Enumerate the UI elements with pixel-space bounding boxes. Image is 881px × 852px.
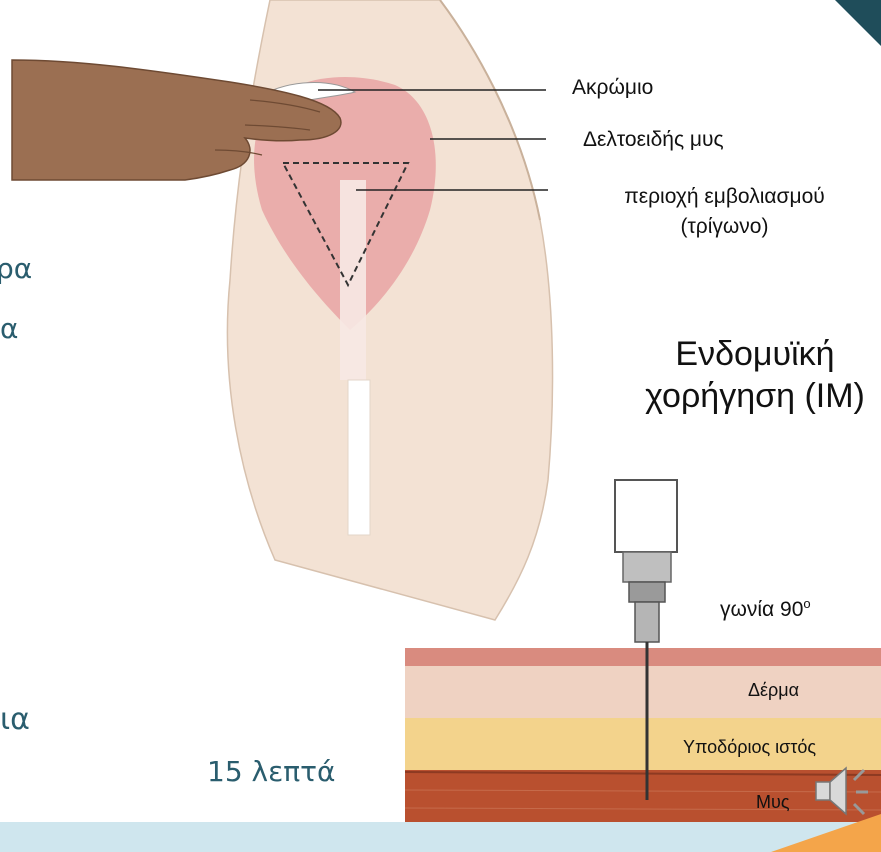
slide-text-fragment-4: 15 λεπτά [207, 755, 335, 788]
syringe-barrel [615, 480, 677, 552]
angle-degree: ο [803, 596, 810, 611]
slide-text-fragment-3: ια [0, 702, 30, 737]
slide-text-fragment-2: α [0, 312, 18, 345]
layer-label-subcutaneous: Υποδόριος ιστός [683, 737, 816, 758]
label-deltoid: Δελτοειδής μυς [583, 128, 724, 152]
slide-text-fragment-1: ρα [0, 252, 32, 285]
angle-label: γωνία 90ο [720, 596, 811, 622]
corner-accent [771, 814, 881, 852]
speaker-icon[interactable] [810, 758, 874, 822]
route-title: Ενδομυϊκή χορήγηση (IM) [630, 333, 880, 417]
label-acromion: Ακρώμιο [572, 76, 653, 100]
label-injection-site-line1: περιοχή εμβολιασμού [582, 185, 867, 209]
layer-label-muscle: Μυς [756, 792, 790, 813]
route-title-line2: χορήγηση (IM) [630, 375, 880, 417]
corner-decoration [835, 0, 881, 46]
bottom-bar [0, 822, 881, 852]
layer-skin [405, 666, 881, 718]
label-injection-site: περιοχή εμβολιασμού (τρίγωνο) [582, 185, 867, 239]
route-title-line1: Ενδομυϊκή [630, 333, 880, 375]
label-injection-site-line2: (τρίγωνο) [582, 215, 867, 239]
layer-label-skin: Δέρμα [748, 680, 799, 701]
angle-label-text: γωνία 90 [720, 598, 803, 621]
layer-skin-top [405, 648, 881, 666]
